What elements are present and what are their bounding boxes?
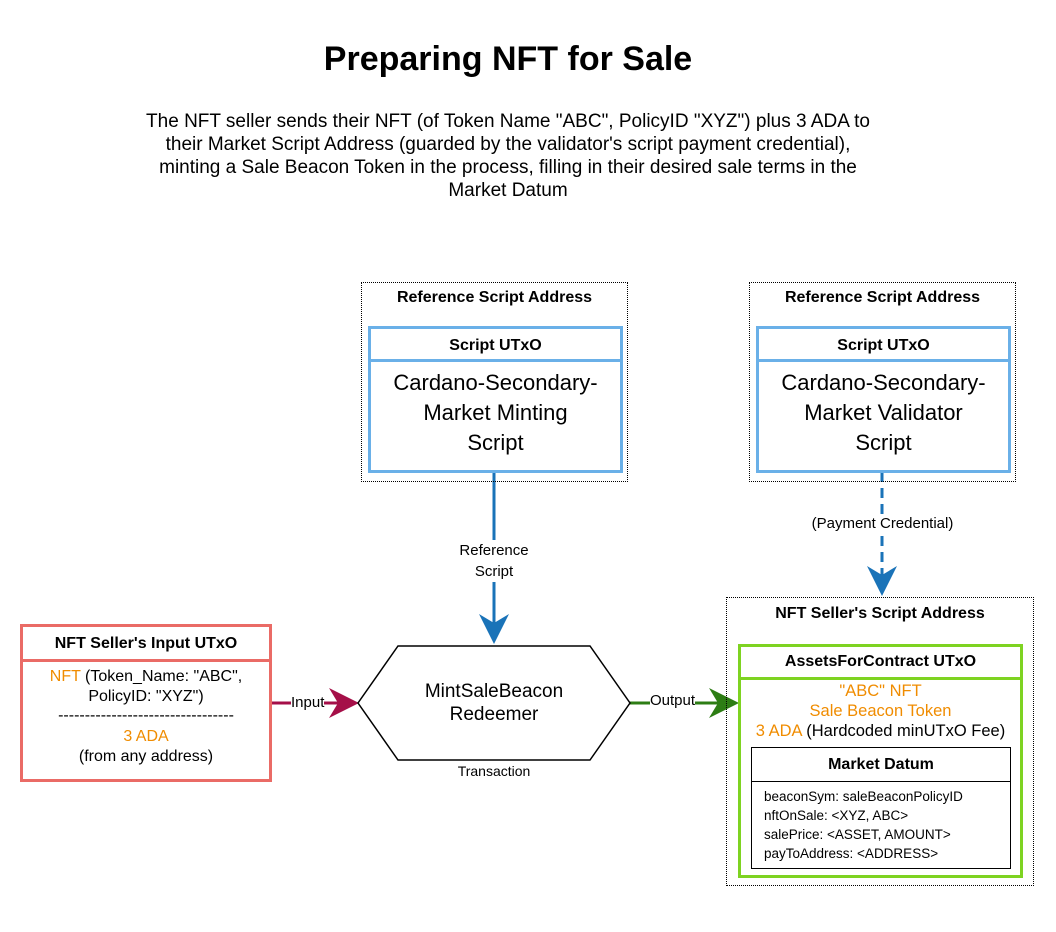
diagram-description: The NFT seller sends their NFT (of Token… [146, 111, 870, 201]
datum-field: beaconSym: saleBeaconPolicyID [764, 789, 963, 804]
container-label: Reference Script Address [784, 289, 981, 306]
assets-for-contract-utxo: AssetsForContract UTxO "ABC" NFT Sale Be… [738, 644, 1023, 878]
input-label: Input [291, 694, 325, 712]
redeemer-line: Redeemer [449, 704, 539, 725]
seller-input-utxo: NFT Seller's Input UTxO NFT (Token_Name:… [20, 624, 272, 782]
datum-title: Market Datum [752, 748, 1010, 782]
ada-amount: 3 ADA [123, 728, 169, 745]
utxo-title: Script UTxO [759, 329, 1008, 362]
reference-script-address-left: Reference Script Address Script UTxO Car… [361, 282, 628, 482]
nft-details: (Token_Name: "ABC", [80, 668, 243, 685]
utxo-title: Script UTxO [371, 329, 620, 362]
policy-line: PolicyID: "XYZ") [88, 688, 204, 705]
script-name-line: Script [855, 430, 912, 455]
datum-field: salePrice: <ASSET, AMOUNT> [764, 827, 951, 842]
diagram-title: Preparing NFT for Sale [323, 40, 693, 78]
ada-amount: 3 ADA [755, 722, 802, 740]
ada-source: (from any address) [78, 748, 214, 765]
seller-script-address: NFT Seller's Script Address AssetsForCon… [726, 597, 1034, 886]
datum-field: nftOnSale: <XYZ, ABC> [764, 808, 909, 823]
script-name-line: Market Minting [423, 400, 568, 425]
ada-note: (Hardcoded minUTxO Fee) [801, 722, 1006, 740]
nft-word: NFT [49, 668, 81, 685]
utxo-assets: "ABC" NFT Sale Beacon Token 3 ADA (Hardc… [741, 680, 1020, 741]
script-name-line: Market Validator [804, 400, 963, 425]
script-name: Cardano-Secondary- Market Minting Script [371, 362, 620, 458]
validator-script-utxo: Script UTxO Cardano-Secondary- Market Va… [756, 326, 1011, 473]
script-name-line: Script [467, 430, 524, 455]
ada-line: 3 ADA (Hardcoded minUTxO Fee) [741, 721, 1020, 741]
container-label: NFT Seller's Script Address [775, 605, 985, 622]
utxo-contents: NFT (Token_Name: "ABC", PolicyID: "XYZ")… [23, 662, 269, 767]
script-name-line: Cardano-Secondary- [393, 370, 598, 395]
beacon-asset: Sale Beacon Token [809, 702, 952, 720]
reference-script-address-right: Reference Script Address Script UTxO Car… [749, 282, 1016, 482]
utxo-title: NFT Seller's Input UTxO [23, 627, 269, 662]
nft-line: NFT (Token_Name: "ABC", [23, 667, 269, 687]
utxo-title: AssetsForContract UTxO [741, 647, 1020, 680]
nft-asset: "ABC" NFT [839, 682, 922, 700]
datum-field: payToAddress: <ADDRESS> [764, 846, 939, 861]
script-name-line: Cardano-Secondary- [781, 370, 986, 395]
transaction-hexagon [357, 645, 631, 761]
divider-line: --------------------------------- [58, 707, 234, 724]
market-datum: Market Datum beaconSym: saleBeaconPolicy… [751, 747, 1011, 869]
minting-script-utxo: Script UTxO Cardano-Secondary- Market Mi… [368, 326, 623, 473]
datum-fields: beaconSym: saleBeaconPolicyID nftOnSale:… [752, 782, 1010, 863]
output-label: Output [650, 692, 696, 710]
transaction-redeemer: MintSaleBeacon Redeemer [398, 680, 590, 726]
transaction-caption: Transaction [457, 763, 531, 779]
redeemer-line: MintSaleBeacon [424, 681, 564, 702]
container-label: Reference Script Address [396, 289, 593, 306]
script-name: Cardano-Secondary- Market Validator Scri… [759, 362, 1008, 458]
payment-credential-label: (Payment Credential) [800, 514, 965, 534]
label-line: Reference [459, 542, 529, 559]
label-line: Script [474, 563, 514, 580]
reference-script-label: Reference Script [444, 540, 544, 582]
